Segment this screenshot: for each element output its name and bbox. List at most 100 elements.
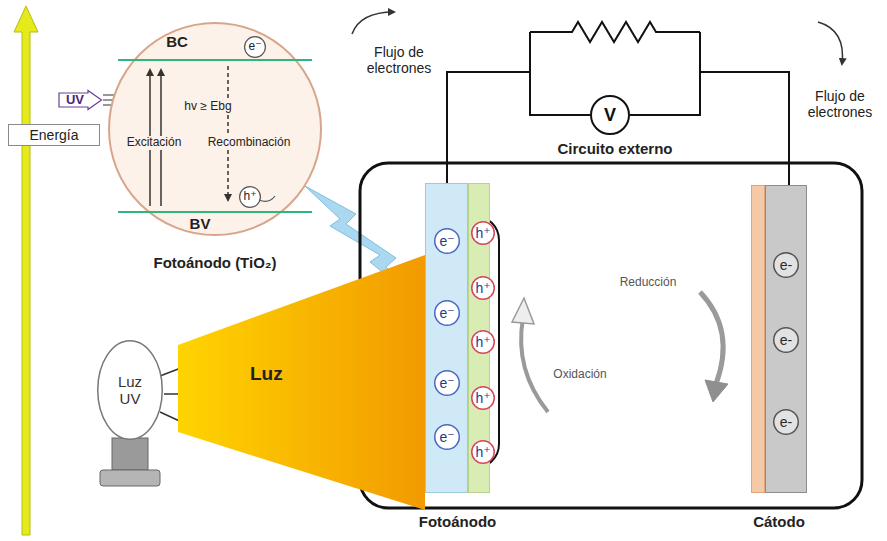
voltmeter-shape — [591, 96, 629, 134]
charge-circle-shape — [435, 229, 460, 254]
cathode-layer — [766, 186, 807, 493]
inset-electron-shape — [245, 37, 266, 58]
photoanode-layer — [426, 184, 468, 493]
band-inset-shape — [109, 23, 321, 235]
band-inset: Fotoánodo (TiO₂)e⁻h⁺ — [108, 22, 322, 236]
hole-circle-shape — [472, 222, 495, 245]
charge-circle-text: e⁻ — [439, 375, 454, 391]
hole-circle-shape — [472, 331, 495, 354]
band-inset-outline — [108, 22, 322, 236]
hole-circle-text: h⁺ — [475, 390, 490, 406]
charge-circle-text: e- — [780, 414, 792, 430]
cathode-layer — [752, 186, 765, 493]
hole-circle: h⁺ — [471, 386, 495, 410]
hole-circle-shape — [472, 441, 495, 464]
hole-tail — [259, 196, 275, 201]
charge-circle: e- — [773, 252, 799, 278]
cell-housing — [360, 163, 862, 508]
charge-circle: e- — [773, 409, 799, 435]
charge-circle: e- — [773, 327, 799, 353]
inset-electron: e⁻ — [244, 36, 266, 58]
light-cone-text: Luz — [250, 363, 283, 385]
reduction-arrow — [700, 292, 723, 384]
hole-circle-shape — [472, 387, 495, 410]
voltmeter: V — [590, 95, 630, 135]
inset-hole: h⁺ — [239, 186, 261, 208]
uv-lamp: Luz UV — [97, 340, 163, 440]
circuit-label: Circuito externo — [540, 140, 690, 157]
process-label: Recombinación — [206, 136, 293, 150]
resistor-symbol — [530, 22, 700, 42]
process-label: Excitación — [125, 136, 184, 150]
flow-label: Flujo de electrones — [798, 88, 882, 120]
charge-circle-shape — [774, 253, 799, 278]
charge-circle-shape — [435, 425, 460, 450]
hole-circle: h⁺ — [471, 221, 495, 245]
inset-hole-text: h⁺ — [243, 190, 256, 204]
inset-hole-shape — [240, 187, 261, 208]
wire — [630, 72, 789, 185]
energy-arrow — [14, 6, 38, 535]
light-cone-outline — [178, 255, 425, 510]
wire — [447, 72, 590, 183]
reaction-label: Oxidación — [538, 368, 622, 382]
cathode: Cátodoe-e-e- — [751, 185, 807, 493]
photoanode: Fotoánodoe⁻e⁻e⁻e⁻h⁺h⁺h⁺h⁺h⁺ — [425, 183, 490, 493]
energy-box-shape — [9, 125, 100, 146]
charge-circle: e⁻ — [434, 228, 460, 254]
charge-circle-shape — [435, 371, 460, 396]
oxidation-arrowhead — [512, 298, 534, 324]
hole-circle-shape — [472, 277, 495, 300]
light-cone: Luz — [178, 255, 425, 510]
hole-circle-text: h⁺ — [475, 280, 490, 296]
lamp-foot — [100, 470, 160, 486]
lamp-base — [112, 438, 148, 470]
cathode-text: Cátodo — [753, 513, 805, 530]
charge-circle-shape — [774, 328, 799, 353]
uv-lamp-shape — [98, 341, 163, 440]
reaction-label: Reducción — [606, 276, 690, 290]
oxidation-arrow — [521, 318, 548, 412]
uv-lamp-text: Luz UV — [112, 373, 148, 408]
energy-box: Energía — [8, 124, 100, 146]
band-label: BV — [183, 215, 217, 232]
band-label: BC — [160, 33, 194, 50]
band-inset-text: Fotoánodo (TiO₂) — [153, 254, 276, 271]
flow-arrow — [352, 12, 394, 34]
charge-circle: e⁻ — [434, 424, 460, 450]
charge-circle-text: e⁻ — [439, 233, 454, 249]
wire — [699, 32, 701, 72]
flow-arrow — [818, 22, 843, 64]
charge-circle-shape — [774, 410, 799, 435]
hole-circle-text: h⁺ — [475, 334, 490, 350]
uv-arrow-shape — [59, 91, 102, 110]
energy-condition: hv ≥ Ebg — [182, 100, 233, 114]
voltmeter-text: V — [604, 105, 616, 126]
charge-circle-text: e⁻ — [439, 305, 454, 321]
uv-arrow-text: UV — [66, 93, 94, 108]
reduction-arrowhead — [705, 380, 728, 402]
charge-circle-text: e- — [780, 332, 792, 348]
charge-circle: e⁻ — [434, 300, 460, 326]
valence-band — [118, 211, 312, 213]
hole-circle: h⁺ — [471, 440, 495, 464]
charge-circle-shape — [435, 301, 460, 326]
hole-circle-text: h⁺ — [475, 225, 490, 241]
charge-circle-text: e⁻ — [439, 429, 454, 445]
hole-circle-text: h⁺ — [475, 444, 490, 460]
hole-circle: h⁺ — [471, 276, 495, 300]
flow-label: Flujo de electrones — [358, 44, 440, 76]
inset-electron-text: e⁻ — [248, 40, 261, 54]
charge-circle-text: e- — [780, 257, 792, 273]
charge-circle: e⁻ — [434, 370, 460, 396]
uv-arrow: UV — [58, 90, 102, 110]
hole-circle: h⁺ — [471, 330, 495, 354]
energy-box-text: Energía — [29, 127, 78, 143]
light-cone-shape — [178, 255, 425, 510]
photoanode-text: Fotoánodo — [419, 513, 496, 530]
wire — [529, 32, 531, 72]
conduction-band — [118, 59, 312, 61]
recombination-arrow — [227, 66, 229, 200]
